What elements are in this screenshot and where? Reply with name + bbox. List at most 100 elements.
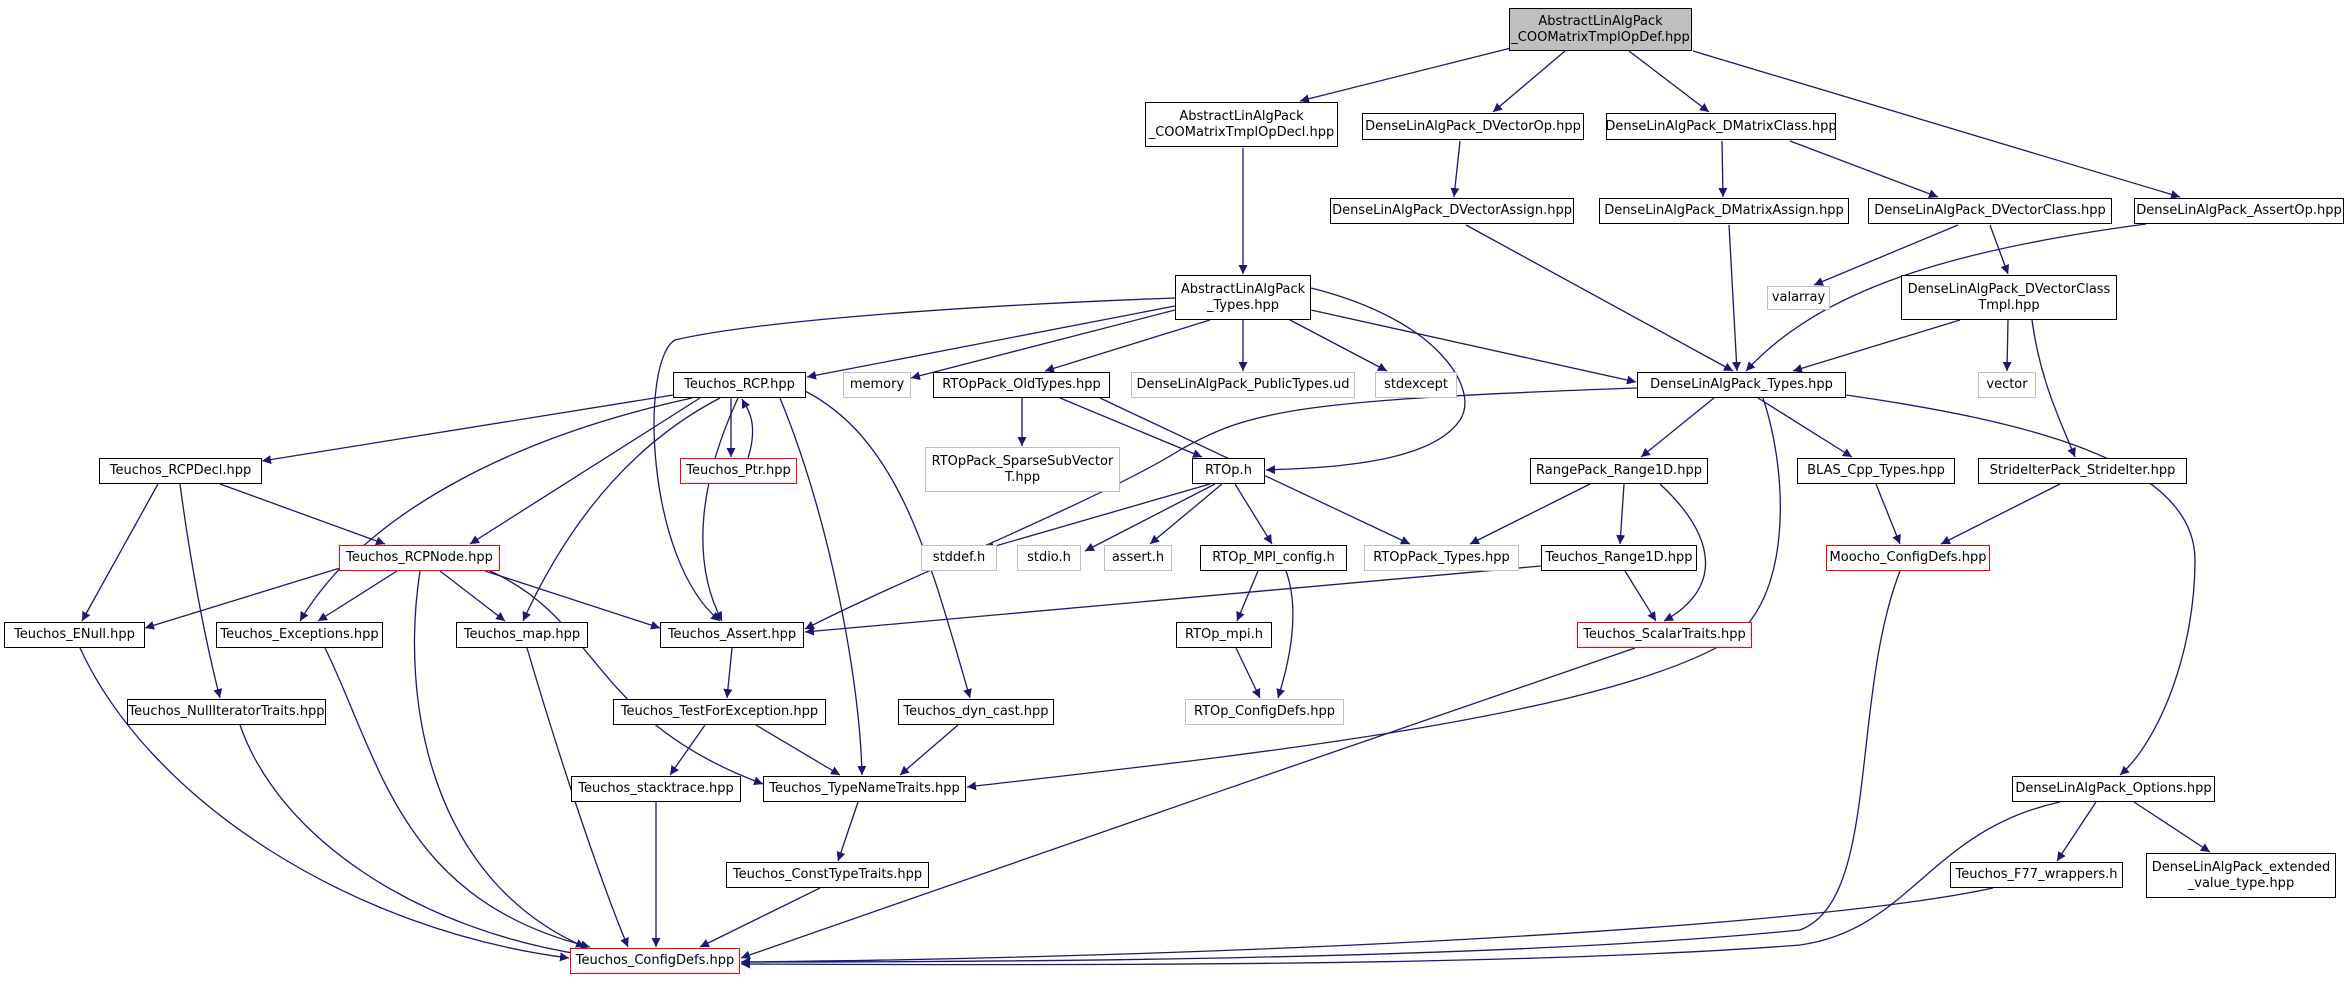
node-vector[interactable]: vector [1978,372,2036,398]
edge-ala-types-to-rcp [806,305,1176,380]
edge-rtop-mpi-to-rtop-configdefs [1235,647,1261,699]
edge-nulliter-to-configdefs [239,724,586,959]
node-rtoppack-sparsesubvector[interactable]: RTOpPack_SparseSubVector T.hpp [925,447,1120,492]
node-denselinalgpack-options[interactable]: DenseLinAlgPack_Options.hpp [2012,776,2215,802]
edge-dla-types-to-blas-types [1757,397,1853,458]
node-teuchos-nulliteratortraits[interactable]: Teuchos_NullIteratorTraits.hpp [127,699,326,725]
node-teuchos-stacktrace[interactable]: Teuchos_stacktrace.hpp [571,776,741,802]
edge-rcpnode-to-typenametraits [489,570,764,786]
node-teuchos-dyn-cast[interactable]: Teuchos_dyn_cast.hpp [898,699,1054,725]
node-teuchos-map[interactable]: Teuchos_map.hpp [456,622,588,648]
node-teuchos-ptr[interactable]: Teuchos_Ptr.hpp [680,458,797,484]
edge-rcpnode-to-enull [144,567,341,630]
edge-dvectorassign-to-dla-types [1465,224,1734,372]
edge-root-to-assertop [1692,50,2181,199]
edge-rtop-h-to-stdio [1084,483,1216,552]
node-rangepack-range1d[interactable]: RangePack_Range1D.hpp [1530,458,1708,484]
node-teuchos-scalartraits[interactable]: Teuchos_ScalarTraits.hpp [1577,622,1752,648]
edge-rcp-to-rcpdecl [261,394,674,465]
edge-enull-to-configdefs [79,647,570,962]
edge-ala-types-to-dla-types [1310,309,1637,385]
edge-blas-types-to-moocho [1875,483,1901,545]
edge-dyncast-to-typenametraits [899,724,959,776]
node-stdexcept[interactable]: stdexcept [1375,372,1457,398]
edge-rcp-to-teuchos-assert [702,397,739,622]
node-moocho-configdefs[interactable]: Moocho_ConfigDefs.hpp [1826,545,1990,571]
node-teuchos-rcpdecl[interactable]: Teuchos_RCPDecl.hpp [99,458,262,484]
node-rtop-mpi-config[interactable]: RTOp_MPI_config.h [1200,545,1347,571]
node-blas-cpp-types[interactable]: BLAS_Cpp_Types.hpp [1797,458,1955,484]
node-coomatrix-tmpl-op-def: AbstractLinAlgPack _COOMatrixTmplOpDef.h… [1509,8,1692,51]
edge-rcp-to-dyncast [804,390,972,699]
node-assertop[interactable]: DenseLinAlgPack_AssertOp.hpp [2134,198,2344,224]
edge-rcp-to-map [522,397,721,622]
node-memory[interactable]: memory [843,372,911,398]
node-teuchos-exceptions[interactable]: Teuchos_Exceptions.hpp [216,622,383,648]
node-dvectorclass[interactable]: DenseLinAlgPack_DVectorClass.hpp [1868,198,2112,224]
edge-options-to-configdefs [740,801,2061,969]
edge-rcpnode-to-configdefs [413,570,586,948]
edge-dmatrixclass-to-dmatrixassign [1718,140,1728,198]
edge-rcp-to-rcpnode [469,397,701,545]
edge-dla-types-to-typenametraits [966,397,1781,791]
edge-range1d-to-scalartraits [1659,483,1707,622]
edge-dvectorclasstmpl-to-vector [2002,319,2012,372]
node-stddef[interactable]: stddef.h [921,545,997,571]
node-teuchos-f77-wrappers[interactable]: Teuchos_F77_wrappers.h [1950,862,2123,888]
node-teuchos-assert[interactable]: Teuchos_Assert.hpp [660,622,804,648]
edge-scalartraits-to-configdefs [740,647,1636,960]
node-denselinalgpack-extended-value-type[interactable]: DenseLinAlgPack_extended _value_type.hpp [2146,853,2336,898]
node-teuchos-enull[interactable]: Teuchos_ENull.hpp [4,622,145,648]
edge-rcpdecl-to-rcpnode [219,483,386,546]
edge-ala-types-to-teuchos-assert [653,297,1176,622]
node-teuchos-consttypetraits[interactable]: Teuchos_ConstTypeTraits.hpp [726,862,929,888]
node-strideiterpack-strideiter[interactable]: StrideIterPack_StrideIter.hpp [1978,458,2187,484]
edge-dvectorop-to-dvectorassign [1450,140,1461,198]
edge-teuchos-assert-to-testforexc [723,647,733,699]
node-teuchos-testforexception[interactable]: Teuchos_TestForException.hpp [613,699,826,725]
node-rtoppack-oldtypes[interactable]: RTOpPack_OldTypes.hpp [933,372,1110,398]
node-dmatrixclass[interactable]: DenseLinAlgPack_DMatrixClass.hpp [1605,113,1837,140]
node-rtoppack-types[interactable]: RTOpPack_Types.hpp [1364,545,1519,571]
edge-mpi-config-to-rtop-configdefs [1276,570,1294,699]
edge-root-to-dvectorop [1492,50,1566,113]
edge-typenametraits-to-consttypetraits [836,801,859,862]
node-abstractlinalgpack-types[interactable]: AbstractLinAlgPack _Types.hpp [1175,275,1311,320]
node-rtop-mpi-h[interactable]: RTOp_mpi.h [1176,622,1272,648]
node-dvectorop[interactable]: DenseLinAlgPack_DVectorOp.hpp [1362,113,1584,140]
edge-ptr-to-rcp [741,398,754,459]
node-dmatrixassign[interactable]: DenseLinAlgPack_DMatrixAssign.hpp [1599,198,1849,224]
edge-dla-types-to-options [1845,394,2196,776]
edge-options-to-extended [2133,801,2211,853]
edge-dvectorclasstmpl-to-strideiter [2031,319,2076,458]
edge-rcpnode-to-teuchos-assert [484,570,661,630]
edge-ala-types-to-stdexcept [1289,319,1388,372]
edge-rcp-to-exceptions [299,397,693,622]
edge-dmatrixclass-to-dvectorclass [1789,140,1939,199]
edge-dmatrixassign-to-dla-types [1728,224,1742,372]
node-dvectorassign[interactable]: DenseLinAlgPack_DVectorAssign.hpp [1330,198,1574,224]
edge-dvectorclass-to-valarray [1813,224,1959,286]
edge-dla-types-to-range1d [1640,397,1715,458]
node-coomatrix-tmpl-op-decl[interactable]: AbstractLinAlgPack _COOMatrixTmplOpDecl.… [1145,102,1338,147]
edge-rcp-to-typenametraits [779,397,867,776]
node-assert-h[interactable]: assert.h [1104,545,1172,571]
edge-rtop-h-to-assert-h [1149,483,1223,545]
node-dvectorclass-tmpl[interactable]: DenseLinAlgPack_DVectorClass Tmpl.hpp [1901,275,2117,320]
node-stdio[interactable]: stdio.h [1017,545,1081,571]
node-teuchos-typenametraits[interactable]: Teuchos_TypeNameTraits.hpp [763,776,966,802]
edge-rcpdecl-to-nulliter [179,483,223,699]
node-denselinalgpack-types[interactable]: DenseLinAlgPack_Types.hpp [1637,372,1846,398]
node-publictypes[interactable]: DenseLinAlgPack_PublicTypes.ud [1131,372,1355,398]
node-teuchos-rcp[interactable]: Teuchos_RCP.hpp [673,372,806,398]
node-teuchos-configdefs[interactable]: Teuchos_ConfigDefs.hpp [570,948,740,974]
node-rtop-configdefs[interactable]: RTOp_ConfigDefs.hpp [1185,699,1344,725]
edge-dvectorclasstmpl-to-dla-types [1792,319,1961,373]
node-teuchos-range1d[interactable]: Teuchos_Range1D.hpp [1541,545,1697,571]
edge-testforexc-to-typenametraits [755,724,841,776]
node-rtop-h[interactable]: RTOp.h [1192,458,1265,484]
node-valarray[interactable]: valarray [1767,286,1830,310]
edge-assertop-to-dla-types [1745,223,2147,372]
node-teuchos-rcpnode[interactable]: Teuchos_RCPNode.hpp [339,545,500,571]
